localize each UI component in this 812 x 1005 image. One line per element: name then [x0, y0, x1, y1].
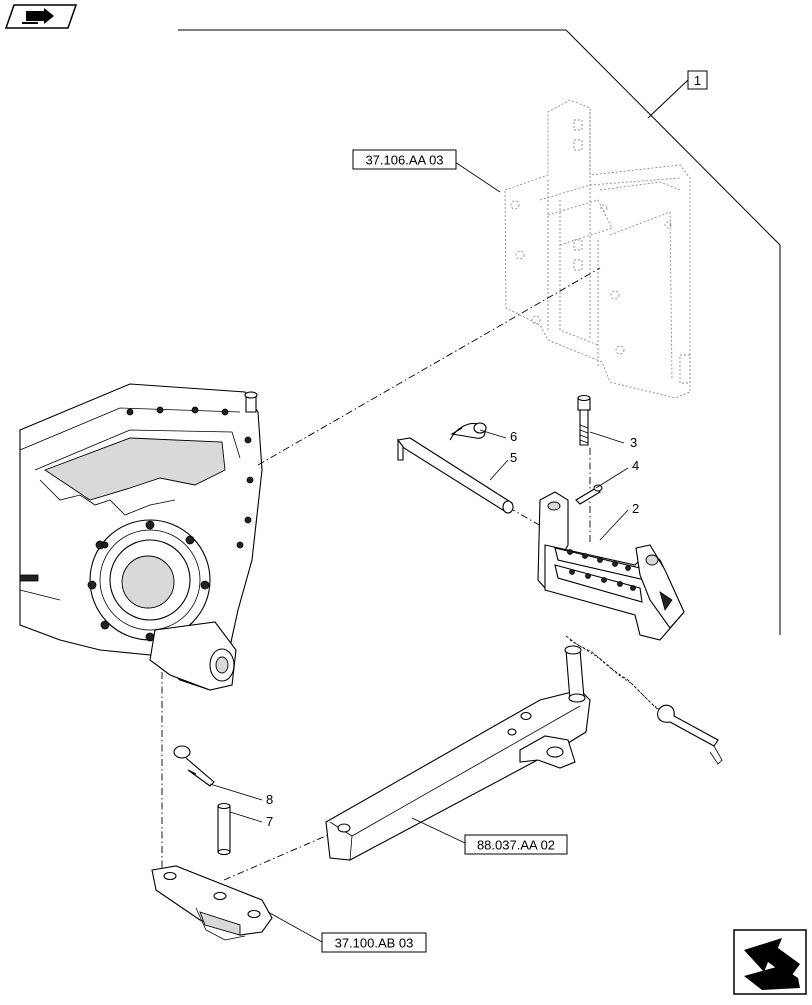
next-page-arrow-icon[interactable]: [733, 929, 807, 995]
callout-1[interactable]: 1: [687, 70, 708, 90]
chain-and-linch-pin: [565, 635, 723, 765]
pin-part-7: [217, 802, 231, 856]
pin-clip-part-4: [575, 484, 603, 505]
reference-box-top[interactable]: 37.106.AA 03: [352, 149, 457, 170]
callout-6[interactable]: 6: [510, 429, 517, 444]
callout-2[interactable]: 2: [632, 501, 639, 516]
hitch-frame-ghost: [504, 99, 691, 399]
reference-box-bracket[interactable]: 37.100.AB 03: [321, 932, 427, 953]
callout-7[interactable]: 7: [266, 814, 273, 829]
clevis-bracket-part-2: [537, 491, 685, 641]
lower-bracket: [151, 865, 273, 941]
reference-box-drawbar[interactable]: 88.037.AA 02: [464, 834, 568, 855]
bolt-part-3: [577, 394, 591, 446]
callout-3[interactable]: 3: [630, 435, 637, 450]
callout-4[interactable]: 4: [632, 458, 639, 473]
book-arrow-icon[interactable]: [4, 4, 78, 29]
hitch-pin-part-5: [397, 437, 514, 514]
leader-lines: [209, 161, 629, 943]
callout-1-label: 1: [694, 73, 701, 88]
callout-5[interactable]: 5: [510, 450, 517, 465]
reference-label-top: 37.106.AA 03: [365, 153, 443, 168]
group-bracket-line: [178, 29, 781, 635]
transmission-housing: [19, 383, 263, 691]
r-clip-part-6: [449, 422, 487, 441]
callout-8[interactable]: 8: [266, 792, 273, 807]
reference-label-drawbar: 88.037.AA 02: [477, 838, 555, 853]
retaining-clip-part-8: [173, 745, 215, 787]
reference-label-bracket: 37.100.AB 03: [335, 936, 414, 951]
drawbar: [325, 645, 591, 861]
